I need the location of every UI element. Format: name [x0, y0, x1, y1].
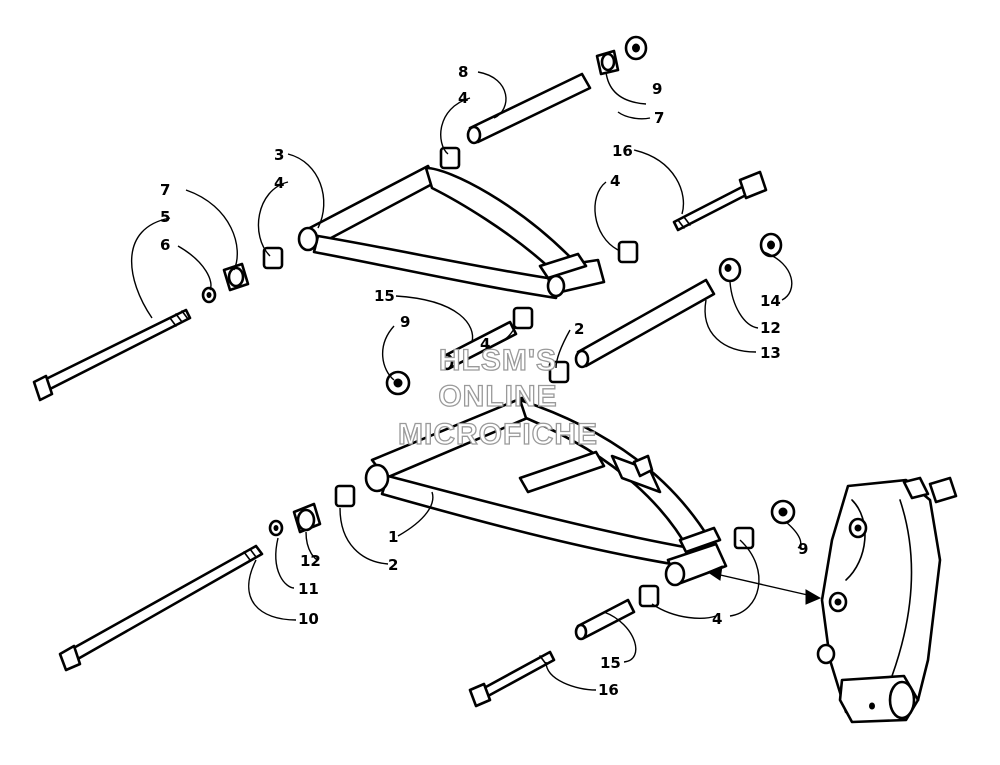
callout-4: 4 — [458, 89, 468, 107]
callout-13: 13 — [760, 344, 781, 362]
callout-11: 11 — [298, 580, 319, 598]
lower-a-arm — [364, 396, 728, 587]
callout-4: 4 — [274, 174, 284, 192]
callout-12: 12 — [760, 319, 781, 337]
callout-8: 8 — [458, 63, 468, 81]
connection-arrow — [706, 565, 822, 605]
pin-13 — [574, 278, 716, 369]
bushings — [262, 146, 755, 608]
callout-1: 1 — [388, 528, 398, 546]
bolt-10 — [58, 544, 264, 672]
callout-9: 9 — [400, 313, 410, 331]
callout-10: 10 — [298, 610, 319, 628]
leader-lines — [130, 71, 802, 691]
pin-15-upper — [440, 320, 518, 371]
watermark-line-3: MICROFICHE — [398, 418, 598, 451]
callout-2: 2 — [388, 556, 398, 574]
callout-4: 4 — [480, 335, 490, 353]
bolt-16-upper — [672, 170, 768, 232]
pin-8 — [466, 72, 592, 145]
callout-9: 9 — [652, 80, 662, 98]
callout-7: 7 — [654, 109, 664, 127]
bolt-5 — [32, 308, 192, 402]
callout-15: 15 — [374, 287, 395, 305]
callout-7: 7 — [160, 181, 170, 199]
callout-4: 4 — [610, 172, 620, 190]
watermark-line-1: HLSM'S — [439, 344, 557, 377]
callout-6: 6 — [160, 236, 170, 254]
upper-a-arm — [297, 164, 606, 300]
caps-and-nuts — [201, 35, 796, 537]
watermark: HLSM'S ONLINE MICROFICHE — [397, 343, 598, 451]
callout-15: 15 — [600, 654, 621, 672]
spindle-knuckle — [816, 476, 958, 724]
callout-labels: 8 4 9 7 3 4 7 5 6 16 4 15 9 4 2 14 12 13… — [160, 63, 808, 699]
callout-5: 5 — [160, 208, 170, 226]
bolt-16-lower — [468, 650, 556, 708]
callout-3: 3 — [274, 146, 284, 164]
callout-12: 12 — [300, 552, 321, 570]
watermark-line-2: ONLINE — [438, 380, 557, 413]
callout-16: 16 — [598, 681, 619, 699]
callout-16: 16 — [612, 142, 633, 160]
callout-9: 9 — [798, 540, 808, 558]
callout-2: 2 — [574, 320, 584, 338]
callout-14: 14 — [760, 292, 781, 310]
pin-15-lower — [574, 598, 636, 641]
callout-4: 4 — [712, 610, 722, 628]
